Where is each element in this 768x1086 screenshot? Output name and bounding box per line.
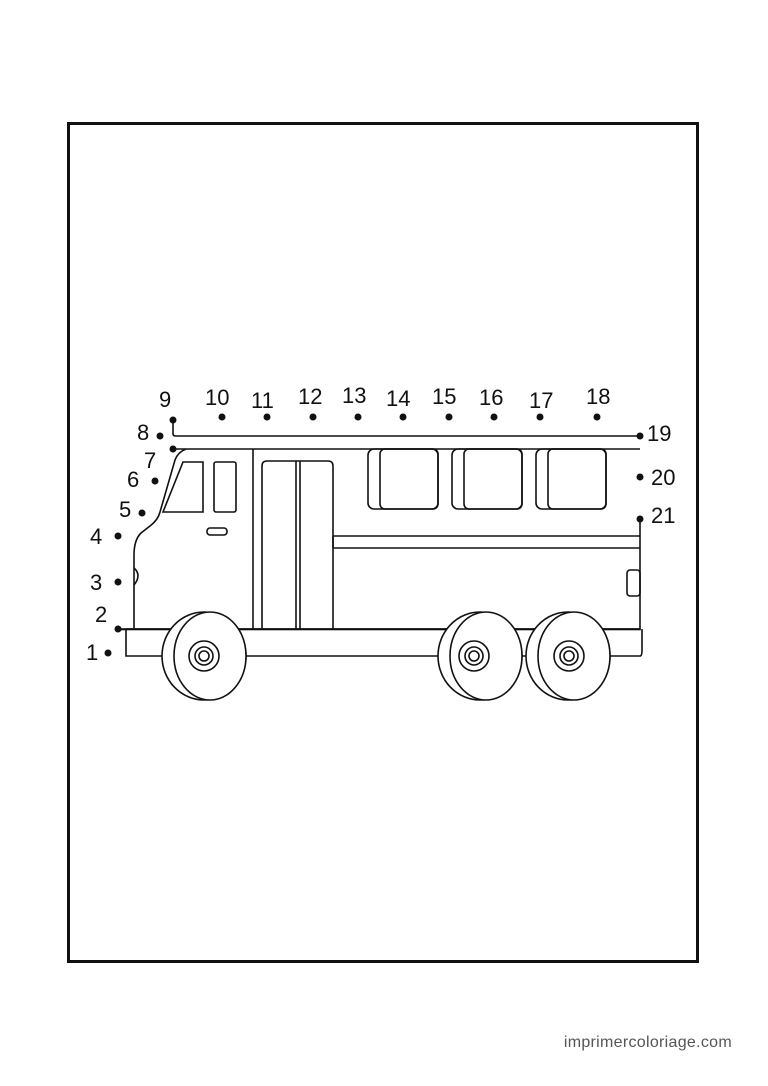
dot-number: 13 [342, 383, 366, 408]
dot-12 [309, 413, 317, 421]
dot-20 [636, 473, 644, 481]
dot-number: 6 [127, 467, 139, 492]
dot-17 [536, 413, 544, 421]
dot-number: 19 [647, 421, 671, 446]
windshield [161, 461, 204, 513]
door-handle [206, 527, 228, 536]
dot-markers [104, 413, 644, 657]
dot-number: 18 [586, 384, 610, 409]
dot-number: 1 [86, 640, 98, 665]
dot-number: 14 [386, 386, 410, 411]
dot-number: 12 [298, 384, 322, 409]
dot-number: 5 [119, 497, 131, 522]
dot-number: 11 [251, 388, 274, 413]
front-wheel [161, 611, 247, 701]
dot-7 [169, 445, 177, 453]
roof-line [172, 420, 640, 437]
rear-light [626, 569, 641, 597]
dot-2 [114, 625, 122, 633]
dot-number: 16 [479, 385, 503, 410]
window-2 [451, 448, 523, 510]
dot-6 [151, 477, 159, 485]
dot-19 [636, 432, 644, 440]
dot-number: 17 [529, 388, 553, 413]
headlight [133, 567, 139, 586]
dot-13 [354, 413, 362, 421]
dot-number: 20 [651, 465, 675, 490]
dot-9 [169, 416, 177, 424]
dot-8 [156, 432, 164, 440]
dot-numbers: 1 2 3 4 5 6 7 8 9 10 11 12 13 14 15 16 1… [86, 383, 675, 665]
dot-10 [218, 413, 226, 421]
dot-15 [445, 413, 453, 421]
dot-number: 9 [159, 387, 171, 412]
middle-wheel [437, 611, 523, 701]
dot-number: 2 [95, 602, 107, 627]
dot-18 [593, 413, 601, 421]
bumper [125, 629, 643, 657]
dot-14 [399, 413, 407, 421]
dot-number: 3 [90, 570, 102, 595]
dot-number: 4 [90, 524, 102, 549]
door [261, 460, 334, 629]
side-window-front [213, 461, 237, 513]
dot-3 [114, 578, 122, 586]
dot-16 [490, 413, 498, 421]
window-1 [367, 448, 439, 510]
dot-21 [636, 515, 644, 523]
dot-4 [114, 532, 122, 540]
dot-1 [104, 649, 112, 657]
dot-5 [138, 509, 146, 517]
bus-front-outline [133, 448, 187, 629]
dot-11 [263, 413, 271, 421]
dot-number: 8 [137, 420, 149, 445]
window-3 [535, 448, 607, 510]
site-watermark: imprimercoloriage.com [563, 1034, 732, 1051]
dot-number: 15 [432, 384, 456, 409]
rear-wheel [525, 611, 611, 701]
dot-number: 10 [205, 385, 229, 410]
dot-number: 21 [651, 503, 675, 528]
worksheet-frame [67, 122, 699, 963]
dot-number: 7 [144, 448, 156, 473]
